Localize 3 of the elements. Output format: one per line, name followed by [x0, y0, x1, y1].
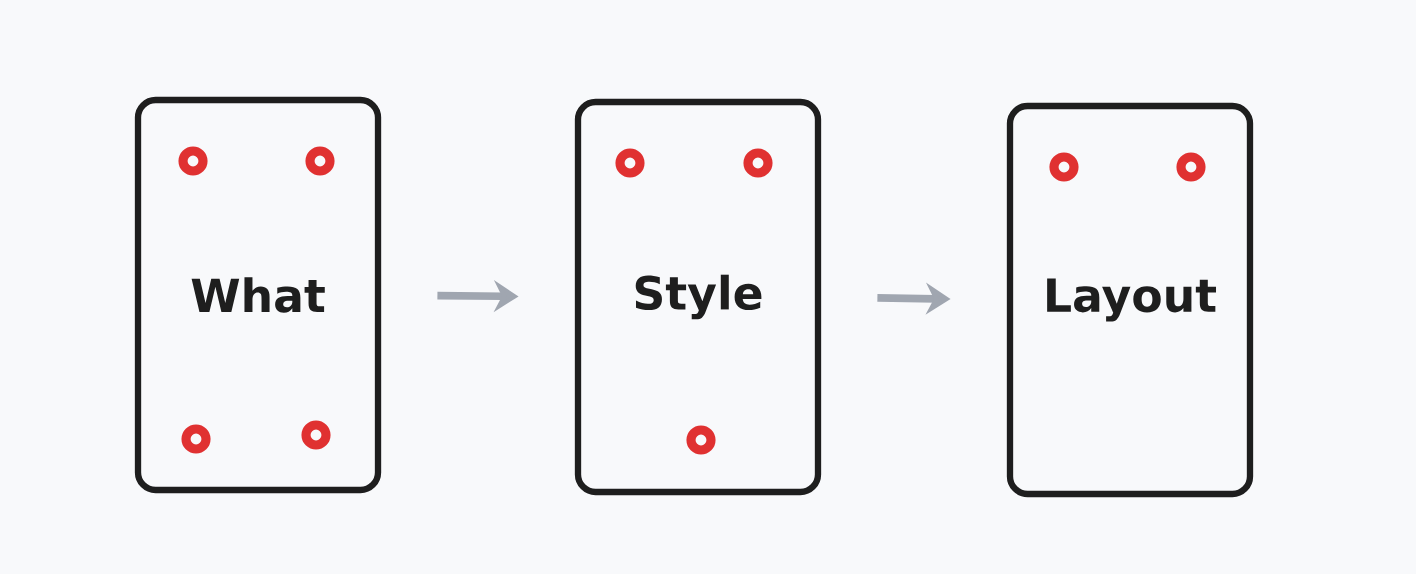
card: What: [134, 96, 382, 494]
card: Layout: [1006, 102, 1254, 498]
card: Style: [574, 98, 822, 496]
